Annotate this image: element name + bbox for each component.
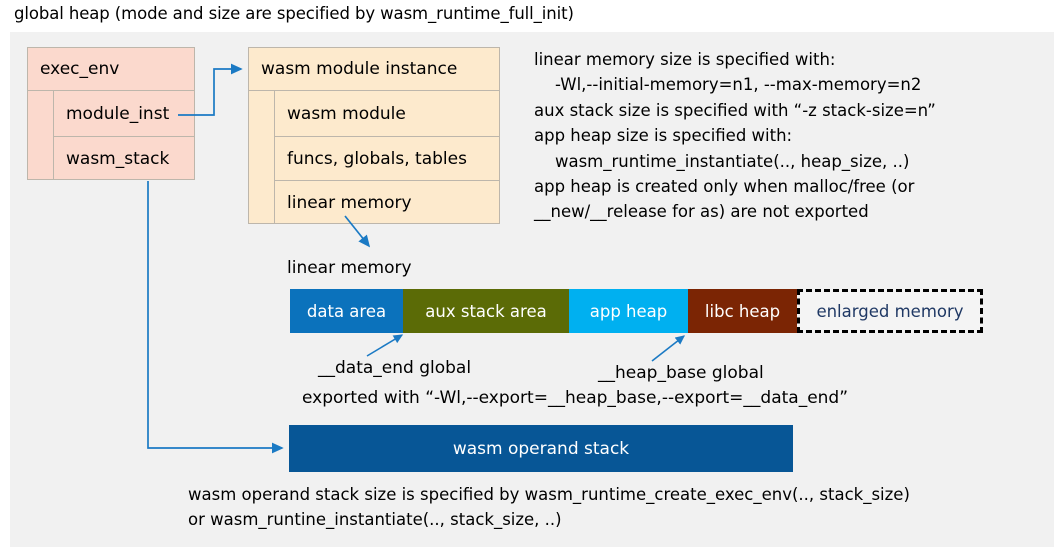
memory-segment-libc-heap: libc heap <box>688 289 797 333</box>
heap-base-global-label: __heap_base global <box>598 363 764 383</box>
page-title: global heap (mode and size are specified… <box>14 4 574 23</box>
exec-env-header: exec_env <box>28 48 194 91</box>
wasm-module-instance-box: wasm module instance wasm module funcs, … <box>248 47 500 224</box>
exec-env-gutter <box>28 91 54 180</box>
memory-segment-data-area: data area <box>290 289 403 333</box>
wasm-module-instance-gutter <box>249 91 275 224</box>
memory-segment-app-heap: app heap <box>569 289 688 333</box>
linear-memory-notes: linear memory size is specified with: -W… <box>534 50 936 222</box>
module-instance-field-funcs-globals-tables: funcs, globals, tables <box>275 136 499 180</box>
exported-with-label: exported with “-Wl,--export=__heap_base,… <box>302 388 849 408</box>
wasm-module-instance-body: wasm module funcs, globals, tables linea… <box>249 91 499 224</box>
memory-segment-enlarged-memory: enlarged memory <box>797 289 983 333</box>
wasm-module-instance-fields: wasm module funcs, globals, tables linea… <box>275 91 499 224</box>
exec-env-field-wasm-stack: wasm_stack <box>54 136 194 180</box>
exec-env-body: module_inst wasm_stack <box>28 91 194 180</box>
data-end-global-label: __data_end global <box>318 358 472 378</box>
module-instance-field-linear-memory: linear memory <box>275 180 499 224</box>
wasm-operand-stack-box: wasm operand stack <box>289 425 793 472</box>
exec-env-box: exec_env module_inst wasm_stack <box>27 47 195 180</box>
exec-env-fields: module_inst wasm_stack <box>54 91 194 180</box>
wasm-module-instance-header: wasm module instance <box>249 48 499 91</box>
linear-memory-caption: linear memory <box>287 258 412 278</box>
exec-env-field-module-inst: module_inst <box>66 103 170 124</box>
module-instance-field-wasm-module: wasm module <box>287 103 406 124</box>
linear-memory-bar: data area aux stack area app heap libc h… <box>290 289 983 333</box>
operand-stack-notes: wasm operand stack size is specified by … <box>188 485 910 530</box>
memory-segment-aux-stack-area: aux stack area <box>403 289 569 333</box>
